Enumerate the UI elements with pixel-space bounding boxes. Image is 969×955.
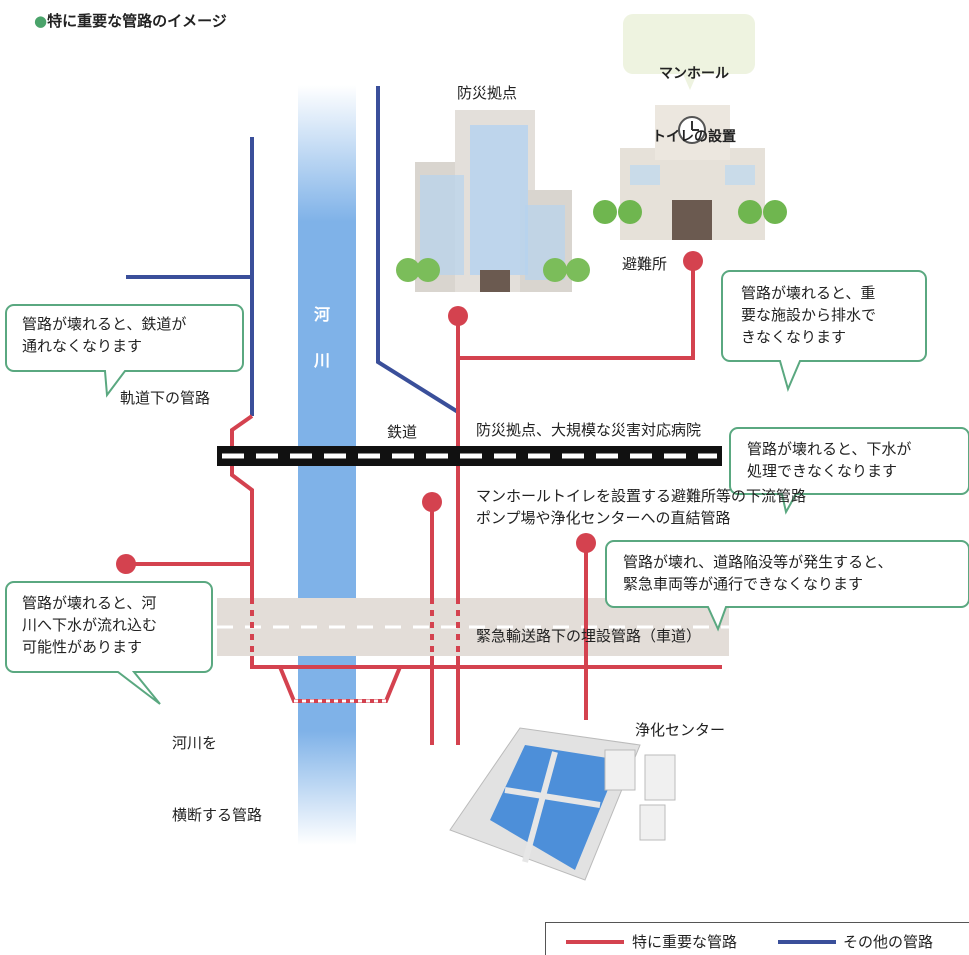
label-pipe-under-track: 軌道下の管路 [120, 389, 211, 407]
callout-road: 管路が壊れ、道路陥没等が発生すると、 緊急車両等が通行できなくなります [623, 553, 893, 593]
pipe-endpoints [116, 251, 703, 574]
manhole-toilet-bubble: マンホール トイレの設置 [652, 66, 736, 145]
other-pipes [126, 86, 460, 416]
legend-other-swatch [778, 940, 836, 944]
callout-treatment: 管路が壊れると、下水が 処理できなくなります [747, 440, 912, 480]
legend: 特に重要な管路 その他の管路 [545, 922, 969, 955]
callout-railway: 管路が壊れると、鉄道が 通れなくなります [22, 315, 187, 355]
manhole-toilet-bubble-shape [623, 14, 755, 90]
railway-track [217, 446, 722, 466]
important-pipes [126, 261, 722, 745]
label-shelter: 避難所 [622, 255, 668, 273]
label-downstream-pipes: 防災拠点、大規模な災害対応病院 マンホールトイレを設置する避難所等の下流管路 [476, 421, 807, 505]
legend-important-swatch [566, 940, 624, 944]
label-railway: 鉄道 [387, 423, 418, 441]
label-emergency-road: 緊急輸送路下の埋設管路（車道） [476, 627, 702, 645]
label-pump-pipe: ポンプ場や浄化センターへの直結管路 [476, 509, 731, 527]
bullet-dot-icon: ● [34, 12, 48, 30]
disaster-base-building-icon [396, 110, 590, 292]
label-disaster-base: 防災拠点 [457, 84, 518, 102]
legend-other-label: その他の管路 [843, 933, 934, 951]
legend-important-label: 特に重要な管路 [632, 933, 738, 951]
callout-shapes [5, 270, 969, 705]
label-river: 河 川 [314, 305, 331, 370]
label-river-crossing: 河川を 横断する管路 [172, 734, 263, 824]
shelter-school-icon [593, 105, 787, 240]
purification-center-icon [449, 727, 676, 881]
label-purification-center: 浄化センター [635, 721, 726, 739]
callout-river: 管路が壊れると、河 川へ下水が流れ込む 可能性があります [22, 594, 158, 656]
callout-facility: 管路が壊れると、重 要な施設から排水で きなくなります [741, 284, 877, 346]
page-title: ●特に重要な管路のイメージ [34, 12, 227, 30]
